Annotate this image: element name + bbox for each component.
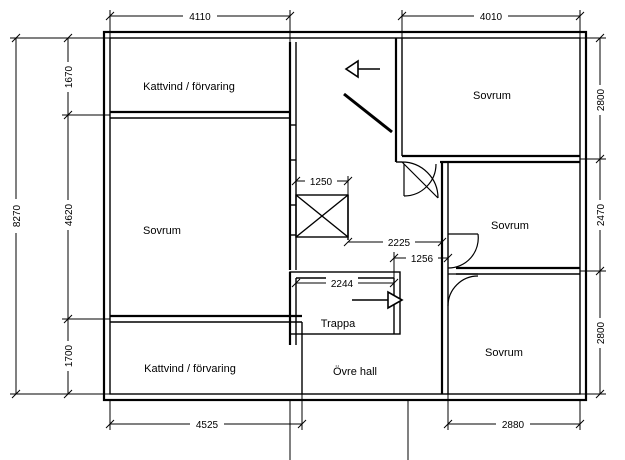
arrow-right-icon [352,290,404,310]
dim-right-upper: 2800 [596,88,607,111]
dim-top-right: 4010 [480,12,503,23]
outer-walls [102,30,588,402]
dimension-labels: 4110 4010 8270 1670 4620 1700 2800 2470 … [10,10,607,431]
dim-stair-length: 2244 [331,279,354,290]
room-attic-storage-top: Kattvind / förvaring [143,81,235,93]
dim-bottom-left: 4525 [196,420,219,431]
dim-left-total: 8270 [12,204,23,227]
room-bedroom-top-right: Sovrum [473,90,511,102]
room-labels: Kattvind / förvaring Sovrum Sovrum Sovru… [143,81,529,378]
doors [401,161,479,307]
room-bedroom-bottom-right: Sovrum [485,347,523,359]
interior-walls [110,38,580,394]
dim-left-middle: 4620 [64,203,75,226]
arrow-left-icon [344,59,380,79]
dim-right-lower: 2800 [596,321,607,344]
dim-hall-width: 2225 [388,238,411,249]
dimension-lines [10,10,606,460]
dim-shaft-width: 1250 [310,177,333,188]
dim-top-left: 4110 [189,12,211,23]
room-bedroom-left: Sovrum [143,225,181,237]
room-stair: Trappa [321,318,356,330]
dim-door-offset: 1256 [411,254,434,265]
roof-slope-line [343,92,393,134]
dim-right-middle: 2470 [596,203,607,226]
room-attic-storage-bottom: Kattvind / förvaring [144,363,236,375]
room-upper-hall: Övre hall [333,366,377,378]
room-bedroom-mid-right: Sovrum [491,220,529,232]
dim-left-upper: 1670 [64,65,75,88]
dim-bottom-right: 2880 [502,420,525,431]
dim-left-lower: 1700 [64,344,75,367]
